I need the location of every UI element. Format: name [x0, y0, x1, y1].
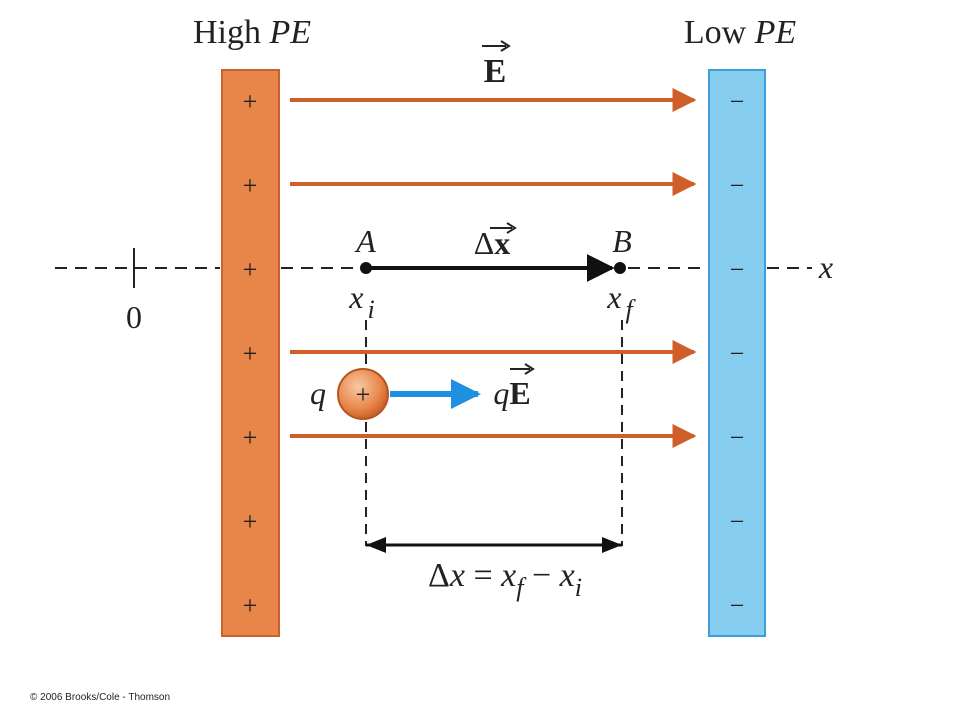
- delta-x-equation: Δx = xf − xi: [428, 557, 582, 602]
- point-b-dot: [614, 262, 626, 274]
- minus-sign: −: [730, 339, 745, 368]
- minus-sign: −: [730, 591, 745, 620]
- force-label: qE: [493, 363, 535, 411]
- low-pe-label: Low PE: [684, 14, 797, 51]
- plus-sign: +: [243, 87, 258, 116]
- minus-sign: −: [730, 423, 745, 452]
- origin-label: 0: [126, 299, 142, 335]
- minus-sign: −: [730, 255, 745, 284]
- charge-q-label: q: [310, 375, 326, 411]
- point-a-dot: [360, 262, 372, 274]
- high-pe-label: High PE: [193, 14, 311, 51]
- delta-x-arrowhead-right: [602, 537, 622, 553]
- minus-sign: −: [730, 507, 745, 536]
- field-vector-label: E: [482, 40, 511, 90]
- svg-text:E: E: [484, 53, 507, 90]
- point-a-label: A: [354, 223, 376, 259]
- svg-text:Δx: Δx: [474, 225, 511, 261]
- point-b-label: B: [612, 223, 632, 259]
- negative-plate: [708, 69, 766, 637]
- charge-particle: [337, 368, 389, 420]
- delta-x-arrowhead-left: [366, 537, 386, 553]
- svg-text:qE: qE: [493, 375, 530, 411]
- x-axis-label: x: [818, 249, 833, 285]
- plus-sign: +: [243, 255, 258, 284]
- plus-sign: +: [243, 507, 258, 536]
- charge-sign: +: [356, 380, 371, 409]
- minus-sign: −: [730, 171, 745, 200]
- copyright-text: © 2006 Brooks/Cole - Thomson: [30, 692, 170, 703]
- plus-sign: +: [243, 423, 258, 452]
- displacement-label: Δx: [474, 222, 517, 261]
- plus-sign: +: [243, 171, 258, 200]
- plus-sign: +: [243, 339, 258, 368]
- minus-sign: −: [730, 87, 745, 116]
- plus-sign: +: [243, 591, 258, 620]
- positive-plate: [221, 69, 280, 637]
